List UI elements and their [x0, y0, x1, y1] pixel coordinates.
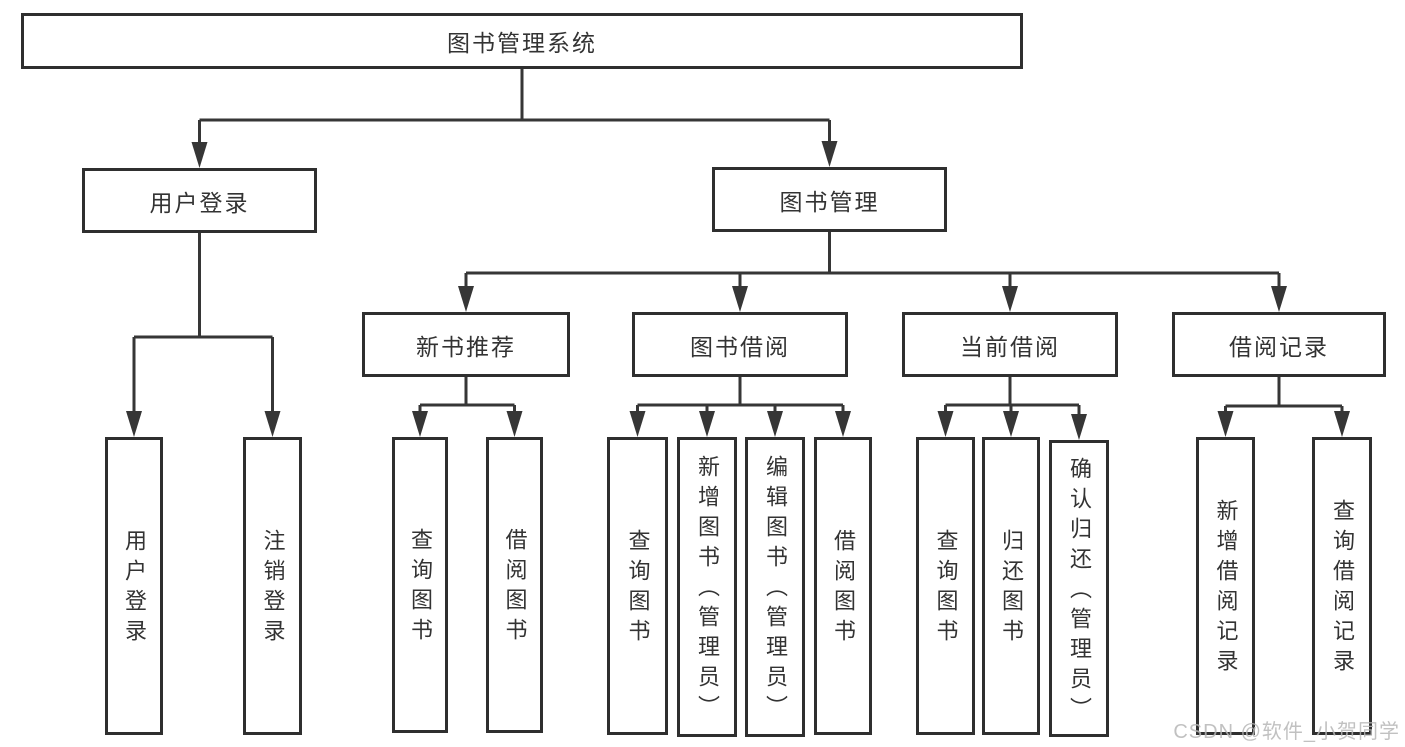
node-leaf-logout: 注销登录 — [243, 437, 302, 735]
edge-path — [198, 69, 831, 156]
node-leaf-bb-borrow: 借阅图书 — [814, 437, 872, 735]
node-leaf-cb-query: 查询图书 — [916, 437, 975, 735]
edge-path — [636, 377, 845, 425]
edge-path — [1224, 377, 1344, 425]
node-borrow-record: 借阅记录 — [1172, 312, 1386, 377]
node-leaf-cb-confirm: 确认归还（管理员） — [1049, 440, 1109, 737]
node-user-login: 用户登录 — [82, 168, 317, 233]
node-book-mgmt: 图书管理 — [712, 167, 947, 232]
node-leaf-user-login: 用户登录 — [105, 437, 163, 735]
node-leaf-rec-borrow: 借阅图书 — [486, 437, 543, 733]
node-root: 图书管理系统 — [21, 13, 1023, 69]
edge-path — [944, 377, 1081, 428]
edge-path — [132, 233, 274, 425]
node-current-borrow: 当前借阅 — [902, 312, 1118, 377]
node-leaf-bb-edit: 编辑图书（管理员） — [745, 437, 805, 737]
edge-path — [464, 232, 1281, 300]
node-leaf-rec-query: 查询图书 — [392, 437, 448, 733]
node-leaf-br-query: 查询借阅记录 — [1312, 437, 1372, 735]
node-leaf-bb-add: 新增图书（管理员） — [677, 437, 737, 737]
node-leaf-cb-return: 归还图书 — [982, 437, 1040, 735]
node-leaf-bb-query: 查询图书 — [607, 437, 668, 735]
node-new-book-rec: 新书推荐 — [362, 312, 570, 377]
edge-path — [418, 377, 516, 425]
watermark: CSDN @软件_小贺同学 — [1173, 721, 1400, 743]
node-book-borrow: 图书借阅 — [632, 312, 848, 377]
node-leaf-br-add: 新增借阅记录 — [1196, 437, 1255, 735]
